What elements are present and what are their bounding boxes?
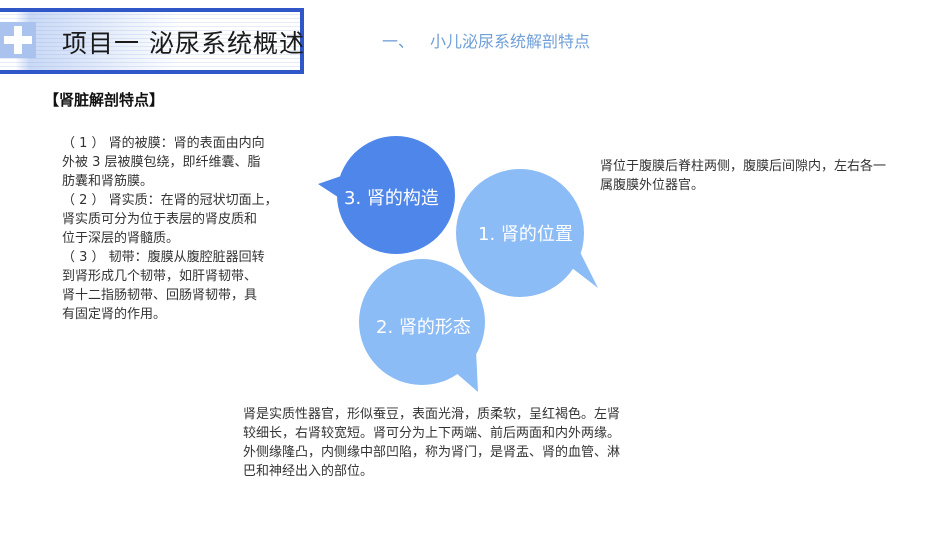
plus-icon bbox=[4, 26, 32, 54]
section-title: 小儿泌尿系统解剖特点 bbox=[430, 32, 591, 51]
text-line: 外被 3 层被膜包绕，即纤维囊、脂 bbox=[62, 155, 261, 170]
text-line: 位于深层的肾髓质。 bbox=[62, 231, 180, 246]
header-bottom-line bbox=[0, 70, 300, 74]
text-line: 到肾形成几个韧带，如肝肾韧带、 bbox=[62, 269, 258, 284]
header-top-line bbox=[0, 8, 300, 12]
text-line: （ 1 ） 肾的被膜：肾的表面由内向 bbox=[62, 136, 265, 151]
bubble-structure-tail bbox=[318, 175, 350, 205]
kidney-structure-text: （ 1 ） 肾的被膜：肾的表面由内向 外被 3 层被膜包绕，即纤维囊、脂 肪囊和… bbox=[62, 134, 312, 324]
text-line: 有固定肾的作用。 bbox=[62, 307, 167, 322]
header-band bbox=[0, 12, 300, 70]
text-line: 肾是实质性器官，形似蚕豆，表面光滑，质柔软，呈红褐色。左肾 bbox=[243, 407, 621, 422]
text-line: 属腹膜外位器官。 bbox=[600, 178, 705, 193]
text-line: 外侧缘隆凸，内侧缘中部凹陷，称为肾门，是肾盂、肾的血管、淋 bbox=[243, 445, 621, 460]
header-accent-bar bbox=[300, 8, 304, 74]
bubble-position-circle bbox=[456, 169, 584, 297]
section-number: 一、 bbox=[382, 32, 415, 51]
bubble-shape-tail bbox=[455, 350, 478, 392]
section-heading: 一、小儿泌尿系统解剖特点 bbox=[382, 28, 590, 52]
kidney-position-text: 肾位于腹膜后脊柱两侧，腹膜后间隙内，左右各一 属腹膜外位器官。 bbox=[600, 157, 948, 195]
bubble-position bbox=[456, 169, 598, 297]
text-line: 肪囊和肾筋膜。 bbox=[62, 174, 154, 189]
bubble-structure-label: 3. 肾的构造 bbox=[344, 188, 439, 209]
text-line: 肾十二指肠韧带、回肠肾韧带，具 bbox=[62, 288, 258, 303]
header-texture bbox=[0, 14, 300, 68]
bubble-position-tail bbox=[572, 248, 598, 288]
page-title: 项目一 泌尿系统概述 bbox=[62, 29, 305, 58]
kidney-shape-text: 肾是实质性器官，形似蚕豆，表面光滑，质柔软，呈红褐色。左肾 较细长，右肾较宽短。… bbox=[243, 405, 713, 481]
text-line: 肾位于腹膜后脊柱两侧，腹膜后间隙内，左右各一 bbox=[600, 159, 887, 174]
text-line: 肾实质可分为位于表层的肾皮质和 bbox=[62, 212, 258, 227]
bubble-shape bbox=[359, 259, 485, 392]
bubble-shape-label: 2. 肾的形态 bbox=[376, 317, 471, 338]
text-line: 巴和神经出入的部位。 bbox=[243, 464, 374, 479]
text-line: （ 2 ） 肾实质：在肾的冠状切面上， bbox=[62, 193, 278, 208]
bubble-structure bbox=[318, 136, 455, 254]
bubble-structure-circle bbox=[337, 136, 455, 254]
bubble-position-label: 1. 肾的位置 bbox=[478, 224, 573, 245]
text-line: （ 3 ） 韧带：腹膜从腹腔脏器回转 bbox=[62, 250, 265, 265]
text-line: 较细长，右肾较宽短。肾可分为上下两端、前后两面和内外两缘。 bbox=[243, 426, 621, 441]
bubble-shape-circle bbox=[359, 259, 485, 385]
box-title: 【肾脏解剖特点】 bbox=[44, 91, 165, 109]
